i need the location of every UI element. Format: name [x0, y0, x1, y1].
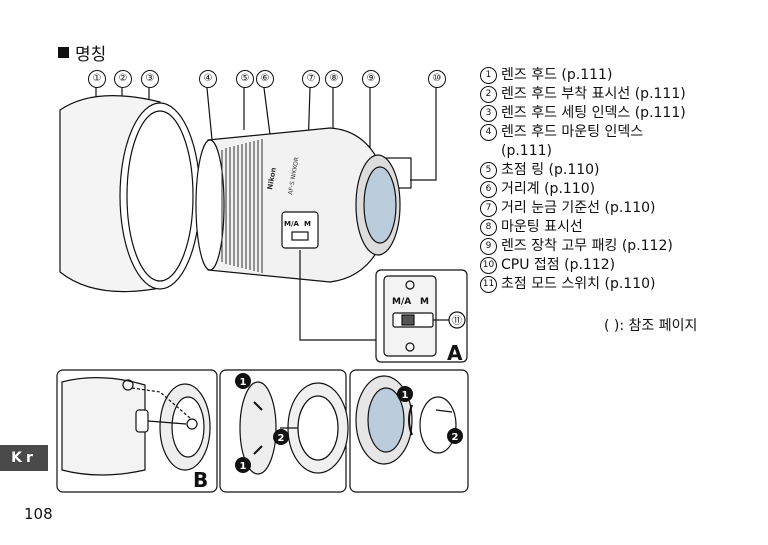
callout-3: ③: [141, 70, 159, 88]
body-switch-ma-label: M/A: [284, 220, 300, 228]
reference-note: ( ): 참조 페이지: [604, 318, 698, 334]
step-1-marker-a: 1: [240, 377, 247, 388]
step-1-marker-b: 1: [240, 461, 247, 472]
callout-7: ⑦: [302, 70, 320, 88]
callout-2: ②: [114, 70, 132, 88]
switch-m-label: M: [420, 297, 429, 307]
callout-11: ⑪: [452, 315, 462, 327]
panel-b-label: B: [193, 468, 208, 492]
language-tab: Kr: [0, 445, 48, 471]
callout-5: ⑤: [236, 70, 254, 88]
section-title: 명칭: [75, 45, 107, 65]
callout-1: ①: [88, 70, 106, 88]
step-2-marker-b: 2: [452, 432, 459, 443]
switch-ma-label: M/A: [392, 297, 411, 307]
callout-8: ⑧: [325, 70, 343, 88]
section-heading: 명칭: [58, 40, 106, 65]
lens-brand-text: Nikon: [266, 167, 278, 191]
callout-row: ① ② ③ ④ ⑤ ⑥ ⑦ ⑧ ⑨ ⑩: [0, 70, 460, 90]
page-number: 108: [24, 505, 53, 523]
callout-9: ⑨: [362, 70, 380, 88]
square-bullet-icon: [58, 47, 69, 58]
step-2-marker-a: 2: [278, 433, 285, 444]
callout-6: ⑥: [256, 70, 274, 88]
step-1-marker-c: 1: [402, 390, 409, 401]
panel-a-label: A: [447, 341, 463, 365]
body-switch-m-label: M: [304, 220, 311, 228]
callout-4: ④: [199, 70, 217, 88]
callout-10: ⑩: [428, 70, 446, 88]
